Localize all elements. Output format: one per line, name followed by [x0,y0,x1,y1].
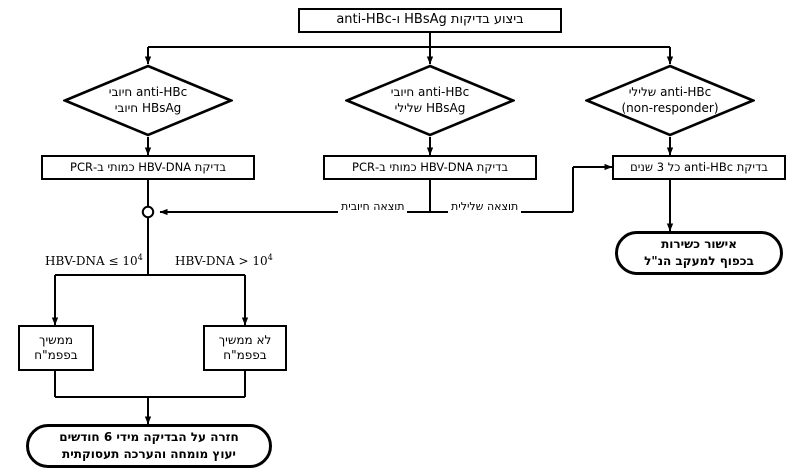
edge-label-dna-high-text: HBV-DNA > 10 [175,254,268,268]
edge-label-positive-result-text: תוצאה חיובית [341,200,405,213]
decision-1-line2: HBsAg חיובי [114,100,182,115]
terminator-repeat-test-6-months[interactable]: חזרה על הבדיקה מידי 6 חודשים יעוץ מומחה … [26,424,272,468]
edge-label-dna-low: HBV-DNA ≤ 104 [42,252,146,268]
terminator-repeat-test-line1: חזרה על הבדיקה מידי 6 חודשים [59,429,239,444]
decision-2-line1: anti-HBc חיובי [390,84,470,99]
decision-3-line2: (non-responder) [621,100,719,115]
node-not-continues-treatment[interactable]: לא ממשיך בפפמ"ח [203,325,287,371]
node-anti-hbc-every-3-years[interactable]: בדיקת anti-HBc כל 3 שנים [612,155,786,180]
terminator-fitness-approval-line1: אישור כשירות [661,236,737,251]
edge-label-positive-result: תוצאה חיובית [338,200,408,213]
node-continues-treatment-line1: ממשיך [39,333,73,347]
node-perform-tests[interactable]: ביצוע בדיקות HBsAg ו-anti-HBc [298,8,562,33]
node-perform-tests-label: ביצוע בדיקות HBsAg ו-anti-HBc [336,12,524,28]
node-hbv-dna-pcr-left-label: בדיקת HBV-DNA כמותי ב-PCR [70,160,226,175]
node-hbv-dna-pcr-middle-label: בדיקת HBV-DNA כמותי ב-PCR [352,160,508,175]
node-continues-treatment-line2: בפפמ"ח [34,348,78,362]
decision-3-line1: anti-HBc שלילי [628,84,712,99]
edge-label-negative-result-text: תוצאה שלילית [451,200,519,213]
edge-label-dna-high: HBV-DNA > 104 [172,252,276,268]
edge-label-dna-high-exponent: 4 [267,252,273,262]
node-not-continues-treatment-line2: בפפמ"ח [223,348,267,362]
node-hbv-dna-pcr-left[interactable]: בדיקת HBV-DNA כמותי ב-PCR [41,155,255,180]
terminator-fitness-approval[interactable]: אישור כשירות בכפוף למעקב הנ"ל [615,231,783,275]
decision-hbc-pos-hbsag-neg[interactable]: anti-HBc חיובי HBsAg שלילי [345,64,515,137]
decision-hbc-pos-hbsag-pos[interactable]: anti-HBc חיובי HBsAg חיובי [63,64,233,137]
decision-2-line2: HBsAg שלילי [394,100,466,115]
decision-1-line1: anti-HBc חיובי [108,84,188,99]
decision-hbc-neg-non-responder[interactable]: anti-HBc שלילי (non-responder) [585,64,755,137]
edge-label-dna-low-text: HBV-DNA ≤ 10 [45,254,138,268]
node-anti-hbc-every-3-years-label: בדיקת anti-HBc כל 3 שנים [630,160,768,175]
node-not-continues-treatment-line1: לא ממשיך [218,333,272,347]
terminator-fitness-approval-line2: בכפוף למעקב הנ"ל [644,254,754,268]
edge-label-negative-result: תוצאה שלילית [448,200,522,213]
node-continues-treatment[interactable]: ממשיך בפפמ"ח [18,325,94,371]
node-hbv-dna-pcr-middle[interactable]: בדיקת HBV-DNA כמותי ב-PCR [323,155,537,180]
edge-label-dna-low-exponent: 4 [137,252,143,262]
terminator-repeat-test-line2: יעוץ מומחה והערכה תעסוקתית [62,447,236,461]
